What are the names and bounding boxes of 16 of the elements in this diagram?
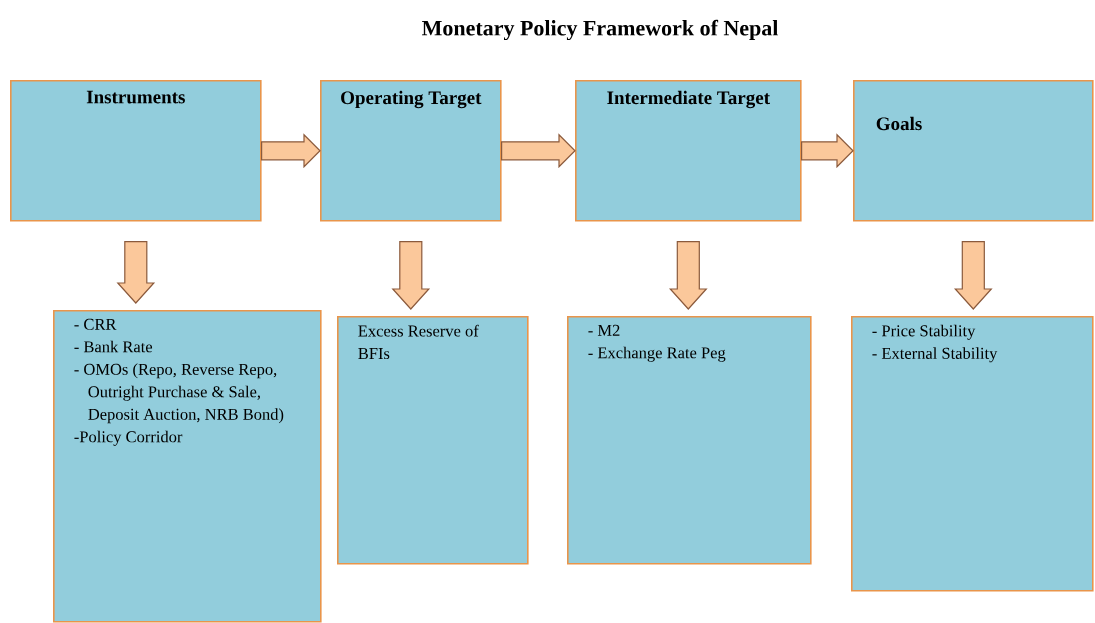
list-box: - M2 - Exchange Rate Peg [567, 316, 812, 565]
list-box: Excess Reserve of BFIs [337, 316, 529, 565]
list-box: - CRR - Bank Rate - OMOs (Repo, Reverse Repo, Outright Purchase & Sale, Deposit Auction, NRB Bond) -Policy Corridor [53, 310, 322, 623]
stage-box: Instruments [10, 80, 262, 222]
stage-box: Intermediate Target [575, 80, 802, 222]
block-arrow [501, 133, 576, 169]
block-arrow [801, 133, 854, 169]
block-arrow [391, 241, 431, 310]
block-arrow [116, 241, 156, 304]
block-arrow [953, 241, 993, 310]
stage-box: Operating Target [320, 80, 502, 222]
block-arrow [261, 133, 321, 169]
block-arrow [668, 241, 708, 310]
list-box: - Price Stability - External Stability [851, 316, 1094, 592]
title: Monetary Policy Framework of Nepal [422, 19, 779, 41]
stage-box: Goals [853, 80, 1094, 222]
